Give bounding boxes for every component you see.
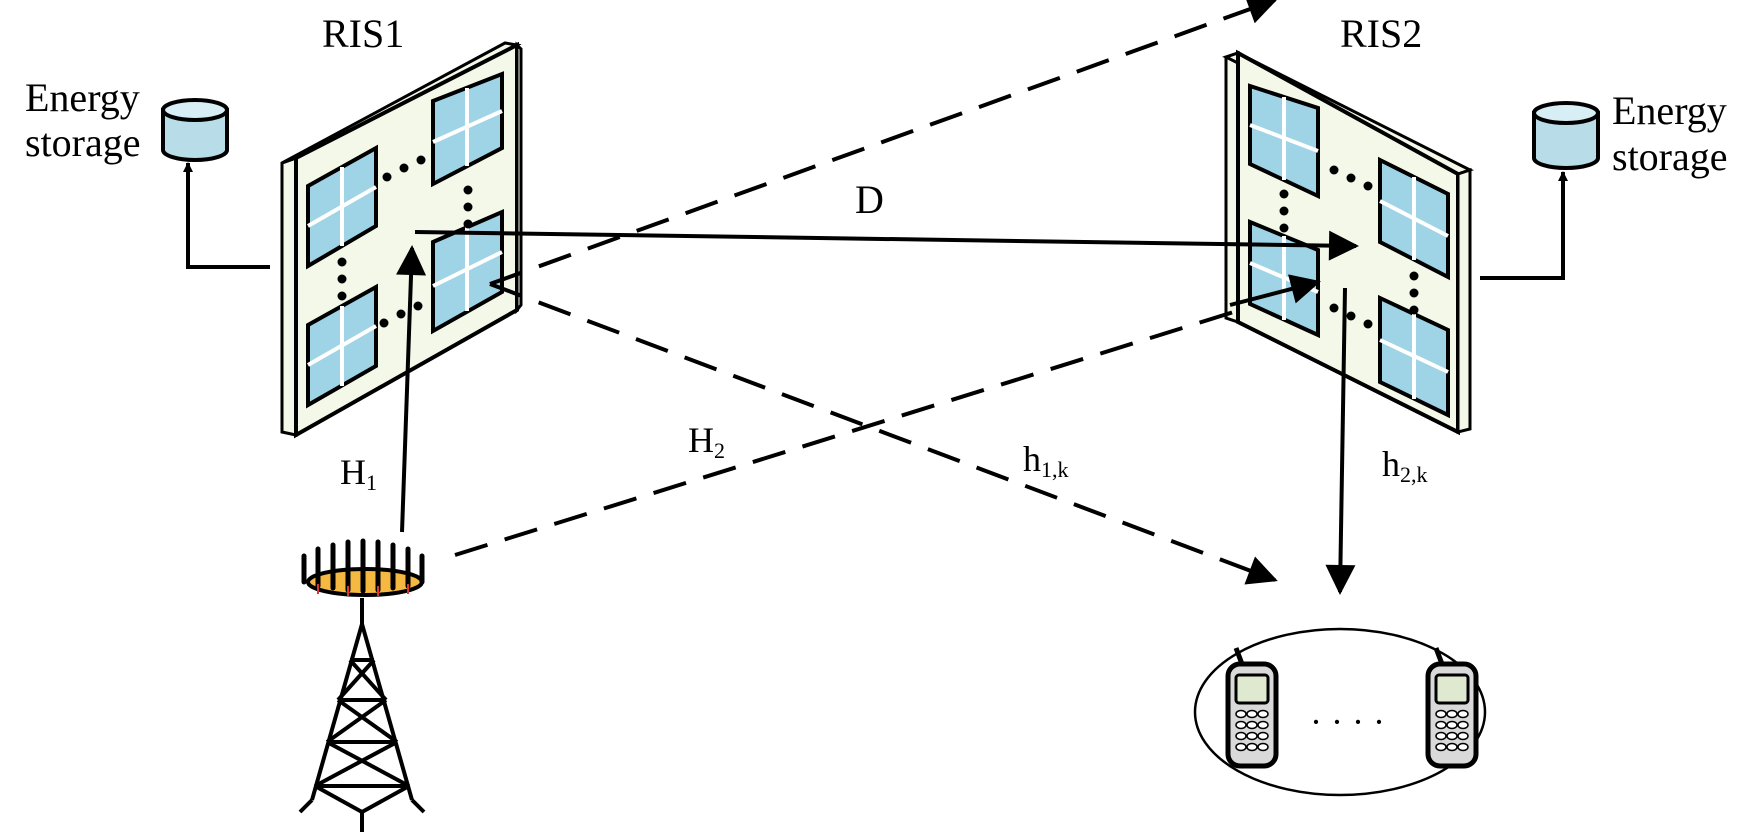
- link-h1k-arrow: [489, 0, 1278, 286]
- storage-cylinder-icon: [1532, 101, 1600, 170]
- storage-right-link: [1480, 171, 1568, 280]
- link-h1-label: H1: [340, 452, 377, 495]
- users-ellipsis: · · · ·: [1310, 702, 1385, 742]
- link-h2k-label: h2,k: [1382, 444, 1428, 487]
- ris1-label: RIS1: [322, 11, 404, 56]
- user-group: · · · ·: [1193, 627, 1487, 797]
- ris2-label: RIS2: [1340, 11, 1422, 56]
- energy-storage-left: Energy storage: [25, 75, 270, 269]
- ris1-element-tile: [431, 208, 504, 335]
- ris1-element-tile: [306, 144, 378, 270]
- link-h2k-arrow: [1325, 287, 1356, 595]
- energy-storage-right: Energy storage: [1480, 88, 1728, 280]
- base-station-tower-icon: [298, 538, 426, 832]
- storage-left-link: [183, 162, 270, 269]
- mobile-phone-icon: [1425, 647, 1479, 769]
- link-h2-label: H2: [688, 420, 725, 463]
- storage-left-label-line2: storage: [25, 120, 141, 165]
- link-h2-arrow: [454, 308, 1241, 557]
- ris2-ellipsis-dots: [1279, 165, 1419, 329]
- link-h1-arrow: [396, 245, 427, 533]
- mobile-phone-icon: [1225, 647, 1279, 769]
- storage-right-label-line2: storage: [1612, 134, 1728, 179]
- link-h2-arrowhead-shaft: [1229, 274, 1321, 307]
- ris1-ellipsis-dots: [337, 155, 473, 328]
- ris1-element-tile: [306, 283, 378, 409]
- link-h1k-label: h1,k: [1023, 439, 1069, 482]
- link-d-arrow: [414, 230, 1359, 261]
- ris2-panel: [1222, 49, 1474, 436]
- storage-cylinder-icon: [161, 98, 229, 162]
- link-h1k-dashed-line: [489, 282, 1278, 585]
- ris2-element-tile: [1378, 156, 1450, 281]
- storage-left-label-line1: Energy: [25, 75, 140, 120]
- ris2-element-tile: [1378, 294, 1450, 419]
- link-d-label: D: [855, 177, 884, 222]
- ris2-element-tile: [1248, 83, 1320, 200]
- ris1-panel: [280, 41, 523, 439]
- storage-right-label-line1: Energy: [1612, 88, 1727, 133]
- ris1-element-tile: [431, 71, 504, 188]
